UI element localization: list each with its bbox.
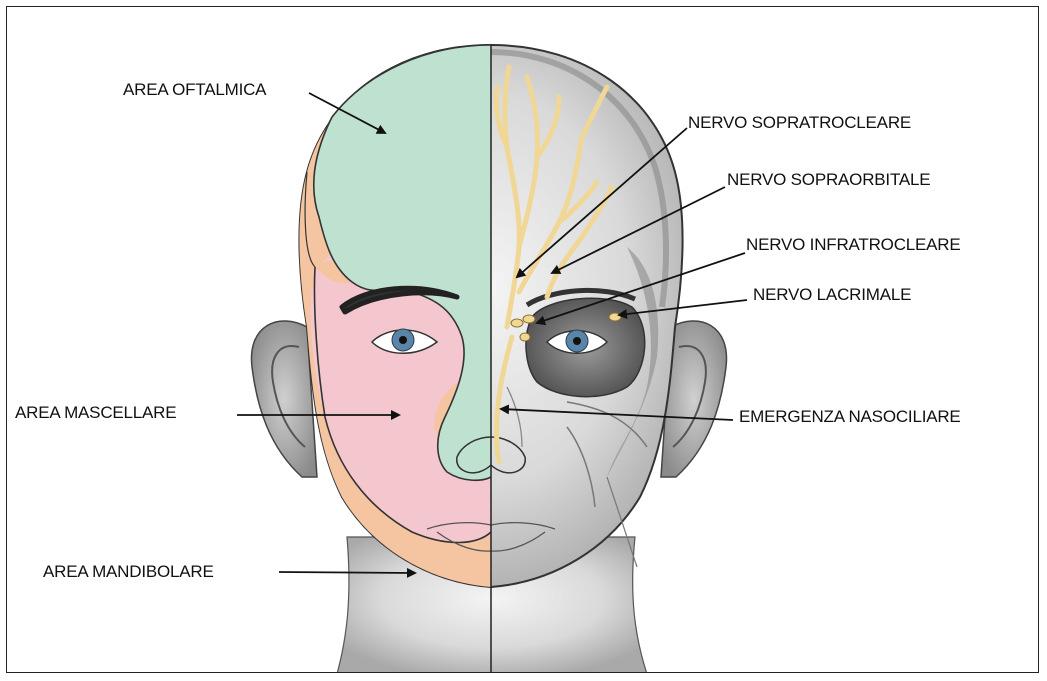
label-area-oftalmica: AREA OFTALMICA [123, 80, 266, 100]
label-area-mascellare: AREA MASCELLARE [15, 403, 176, 423]
arrow-area-mandibolare [279, 572, 415, 573]
label-nervo-sopraorbitale: NERVO SOPRAORBITALE [727, 170, 930, 190]
label-nervo-infratrocleare: NERVO INFRATROCLEARE [746, 235, 961, 255]
right-pupil [573, 337, 581, 345]
label-emergenza-nasociliare: EMERGENZA NASOCILIARE [739, 407, 961, 427]
diagram-frame: AREA OFTALMICA AREA MASCELLARE AREA MAND… [6, 6, 1039, 673]
label-nervo-lacrimale: NERVO LACRIMALE [753, 285, 911, 305]
left-pupil [399, 336, 407, 344]
label-nervo-sopratrocleare: NERVO SOPRATROCLEARE [688, 113, 911, 133]
label-area-mandibolare: AREA MANDIBOLARE [43, 562, 214, 582]
left-ear [251, 321, 317, 477]
